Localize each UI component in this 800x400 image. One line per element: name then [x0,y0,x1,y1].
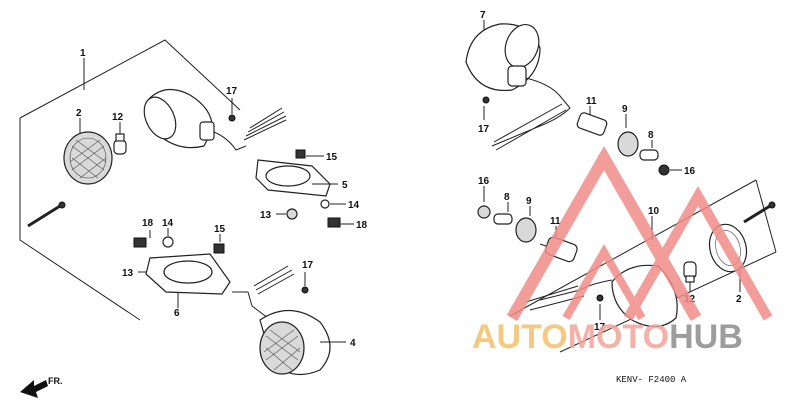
callout-13b: 13 [122,268,134,279]
bolt-17-left-top [228,114,236,122]
callout-15b: 15 [214,224,226,235]
callout-11: 11 [586,96,597,107]
callout-2: 2 [76,108,82,119]
nut-15-low [213,243,225,254]
direction-label: FR. [48,376,63,386]
bulb-left-top [113,133,127,155]
front-direction-arrow: FR. [20,376,63,398]
callout-8b: 8 [504,192,510,203]
callout-14: 14 [348,200,360,211]
housing-left-low [259,309,331,376]
callout-6: 6 [174,308,180,319]
callout-17c: 17 [478,124,490,135]
socket-right-top [576,112,608,136]
bolt-17-right-top [482,96,490,104]
callout-17b: 17 [302,260,314,271]
watermark: AUTOMOTOHUB [472,145,773,356]
callout-16b: 16 [478,176,490,187]
housing-left-top [143,89,287,151]
callout-17d: 17 [594,322,606,333]
diagram-code: KENV- F2400 A [616,375,687,385]
bracket-left-top [255,159,331,197]
callout-15: 15 [326,152,338,163]
callout-9: 9 [622,104,628,115]
callout-14b: 14 [162,218,174,229]
callout-11b: 11 [550,216,561,227]
washer-14-low [162,236,174,248]
callout-7: 7 [480,10,486,21]
watermark-logo-triangles [506,145,773,321]
callout-1: 1 [80,48,86,59]
nut-16-right [658,164,670,176]
lens-left-top [63,131,113,185]
watermark-text: AUTOMOTOHUB [472,318,743,356]
nut-15-top [295,149,306,159]
callout-13: 13 [260,210,272,221]
callout-18b: 18 [142,218,154,229]
screw-left [27,201,66,228]
bolt-17-right-low [596,294,604,302]
screw-right [743,201,776,224]
bolt-18-top [327,217,341,228]
callout-5: 5 [342,180,348,191]
housing-right-top [465,23,571,151]
callout-16: 16 [684,166,696,177]
callout-10: 10 [648,206,660,217]
grommet-right-low [515,217,537,243]
callout-8: 8 [648,130,654,141]
callout-17: 17 [226,86,238,97]
callout-9b: 9 [526,196,532,207]
callout-4: 4 [350,338,356,349]
plate-right-low [493,213,513,225]
plate-right-top [639,149,659,161]
washer-14-top [320,199,330,209]
collar-13-top [286,208,298,220]
callout-12: 12 [112,112,124,123]
callout-2b: 2 [736,294,742,305]
grommet-right-top [617,131,639,157]
nut-16-left [477,205,491,219]
callout-18: 18 [356,220,368,231]
bracket-left-low [145,253,231,295]
bulb-right [683,261,697,283]
left-group: FR. 1 2 12 17 15 5 14 13 18 18 14 15 13 … [19,39,368,398]
bolt-17-low [301,286,309,294]
bolt-18-low [133,237,147,248]
